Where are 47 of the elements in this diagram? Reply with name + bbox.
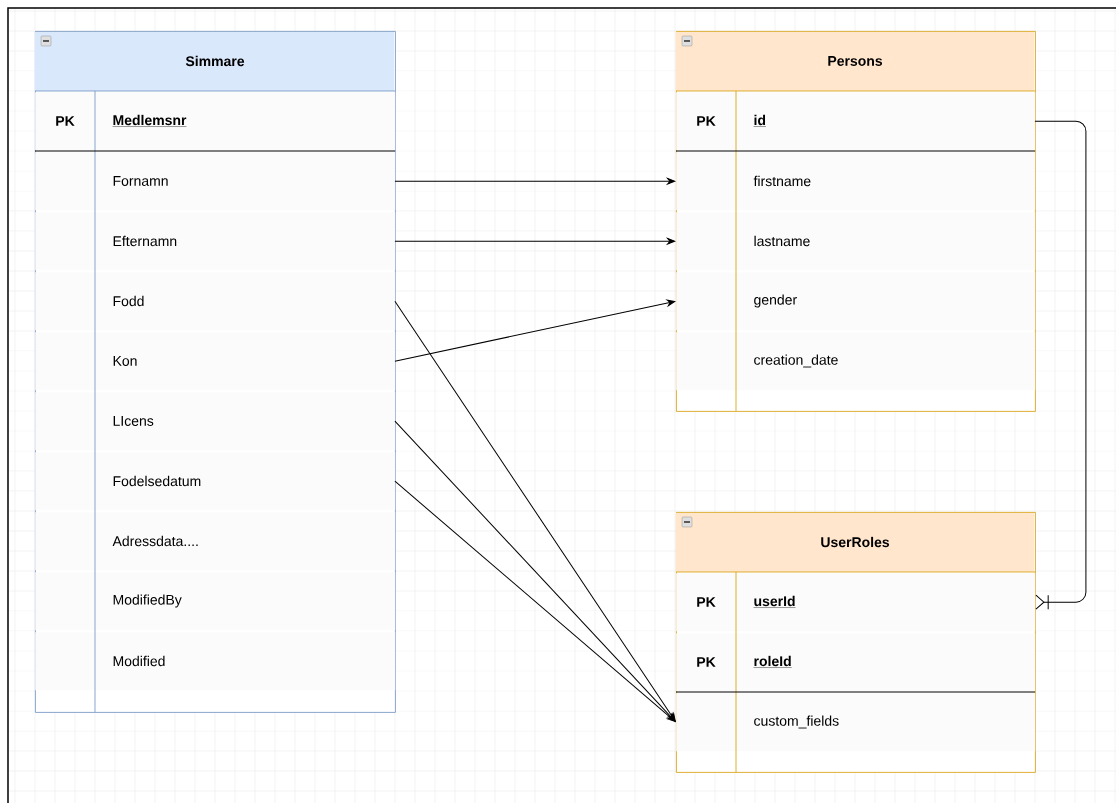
node-label: Fodd — [113, 295, 144, 307]
arrow — [394, 480, 676, 722]
field-row: Adressdata.... — [35, 512, 396, 571]
node-label: ModifiedBy — [113, 594, 182, 608]
node-label: Fodelsedatum — [113, 475, 201, 487]
arrow — [394, 299, 676, 362]
relationship-line — [1034, 120, 1087, 610]
node-label: Efternamn — [113, 235, 177, 247]
field-row: gender — [676, 272, 1036, 331]
field-row: Kon — [35, 332, 396, 391]
arrow — [394, 237, 676, 245]
arrow — [394, 420, 676, 722]
key-row: PK Medlemsnr — [35, 92, 396, 151]
node-label: LIcens — [113, 416, 154, 426]
field-row: Efternamn — [35, 212, 396, 271]
node-label: gender — [754, 294, 797, 308]
node-label: Fornamn — [113, 176, 168, 186]
node-label: PK — [697, 657, 716, 667]
field-row: Fodd — [35, 272, 396, 331]
node-label: roleId — [754, 655, 791, 667]
node-label: PK — [697, 116, 716, 126]
field-row: Fodelsedatum — [35, 452, 396, 511]
node-label: PK — [56, 116, 75, 126]
node-label: custom_fields — [754, 715, 839, 729]
field-row: Fornamn — [35, 152, 396, 211]
key-row: PK roleId — [676, 633, 1036, 692]
node-label: Adressdata.... — [112, 535, 198, 547]
key-row: PK id — [676, 92, 1036, 151]
field-row: Modified — [35, 632, 396, 691]
field-row: LIcens — [35, 392, 396, 451]
field-row: ModifiedBy — [35, 572, 396, 631]
node-label: id — [754, 114, 766, 126]
node-label: Medlemsnr — [113, 114, 187, 126]
field-row: creation_date — [676, 332, 1036, 391]
node-label: Kon — [113, 356, 137, 366]
arrow — [394, 177, 676, 185]
node-label: Modified — [113, 655, 165, 667]
node-label: userId — [754, 595, 795, 607]
node-label: PK — [697, 597, 716, 607]
field-row: firstname — [676, 152, 1036, 211]
field-row: lastname — [676, 212, 1036, 271]
node-label: creation_date — [754, 354, 838, 368]
field-row: custom_fields — [676, 693, 1036, 752]
node-label: firstname — [753, 175, 811, 187]
arrow — [394, 300, 676, 722]
node-label: lastname — [754, 235, 810, 247]
key-row: PK userId — [676, 573, 1036, 632]
